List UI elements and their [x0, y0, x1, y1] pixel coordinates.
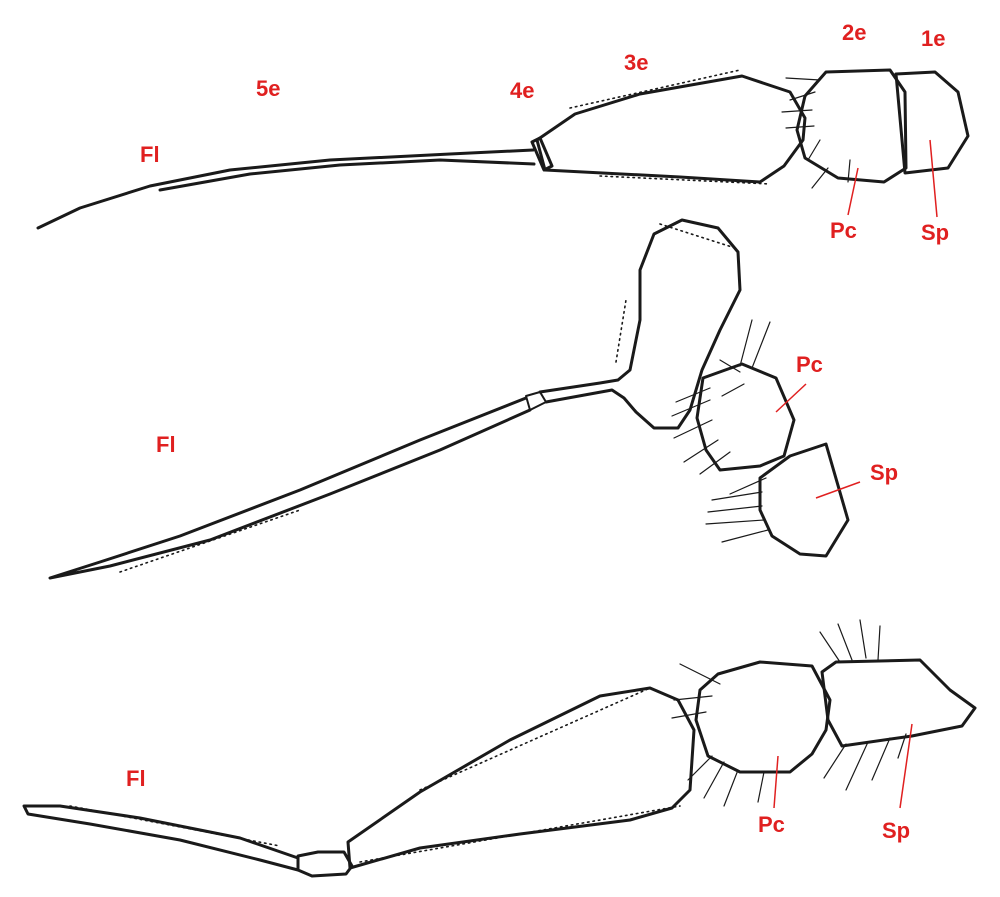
segment-4e-top [530, 136, 554, 172]
label-5e: 5e [256, 76, 281, 101]
segment-4e-middle [525, 391, 547, 411]
label-fl-top: Fl [140, 142, 160, 167]
bristles-top [781, 77, 851, 189]
label-sp-middle: Sp [870, 460, 899, 485]
setae-bottom [69, 687, 681, 863]
scape-segment-bottom [820, 658, 977, 748]
setae-middle [119, 223, 736, 573]
bristles-bottom [671, 619, 907, 807]
flagellum-bottom [22, 804, 300, 872]
segment-3e-middle [538, 218, 742, 430]
label-3e: 3e [624, 50, 649, 75]
leader-lines [773, 139, 938, 809]
label-sp-top: Sp [921, 220, 950, 245]
segment-4e-bottom [296, 850, 354, 878]
label-pc-middle: Pc [796, 352, 823, 377]
label-pc-bottom: Pc [758, 812, 785, 837]
antenna-drawing-top [36, 68, 970, 230]
flagellum-top [36, 148, 536, 230]
leader-sp-top [929, 139, 938, 218]
scape-segment-top [894, 70, 970, 175]
label-sp-bottom: Sp [882, 818, 911, 843]
setae-top [569, 69, 771, 185]
segment-3e-bottom [346, 686, 696, 870]
label-1e: 1e [921, 26, 946, 51]
leader-pc-middle [775, 383, 807, 413]
leader-sp-middle [815, 481, 861, 499]
bristles-middle [671, 319, 771, 543]
label-pc-top: Pc [830, 218, 857, 243]
label-4e: 4e [510, 78, 535, 103]
segment-3e-top [535, 74, 807, 184]
pedicel-segment-middle [695, 362, 796, 472]
leader-sp-bottom [899, 723, 913, 809]
pedicel-segment-bottom [694, 660, 832, 774]
leader-pc-top [847, 167, 859, 216]
label-fl-middle: Fl [156, 432, 176, 457]
flagellum-middle [48, 396, 532, 580]
label-fl-bottom: Fl [126, 766, 146, 791]
leader-pc-bottom [773, 755, 779, 809]
scape-segment-middle [758, 442, 850, 558]
antenna-drawing-middle [48, 218, 850, 580]
antenna-drawing-bottom [22, 619, 977, 878]
label-2e: 2e [842, 20, 867, 45]
